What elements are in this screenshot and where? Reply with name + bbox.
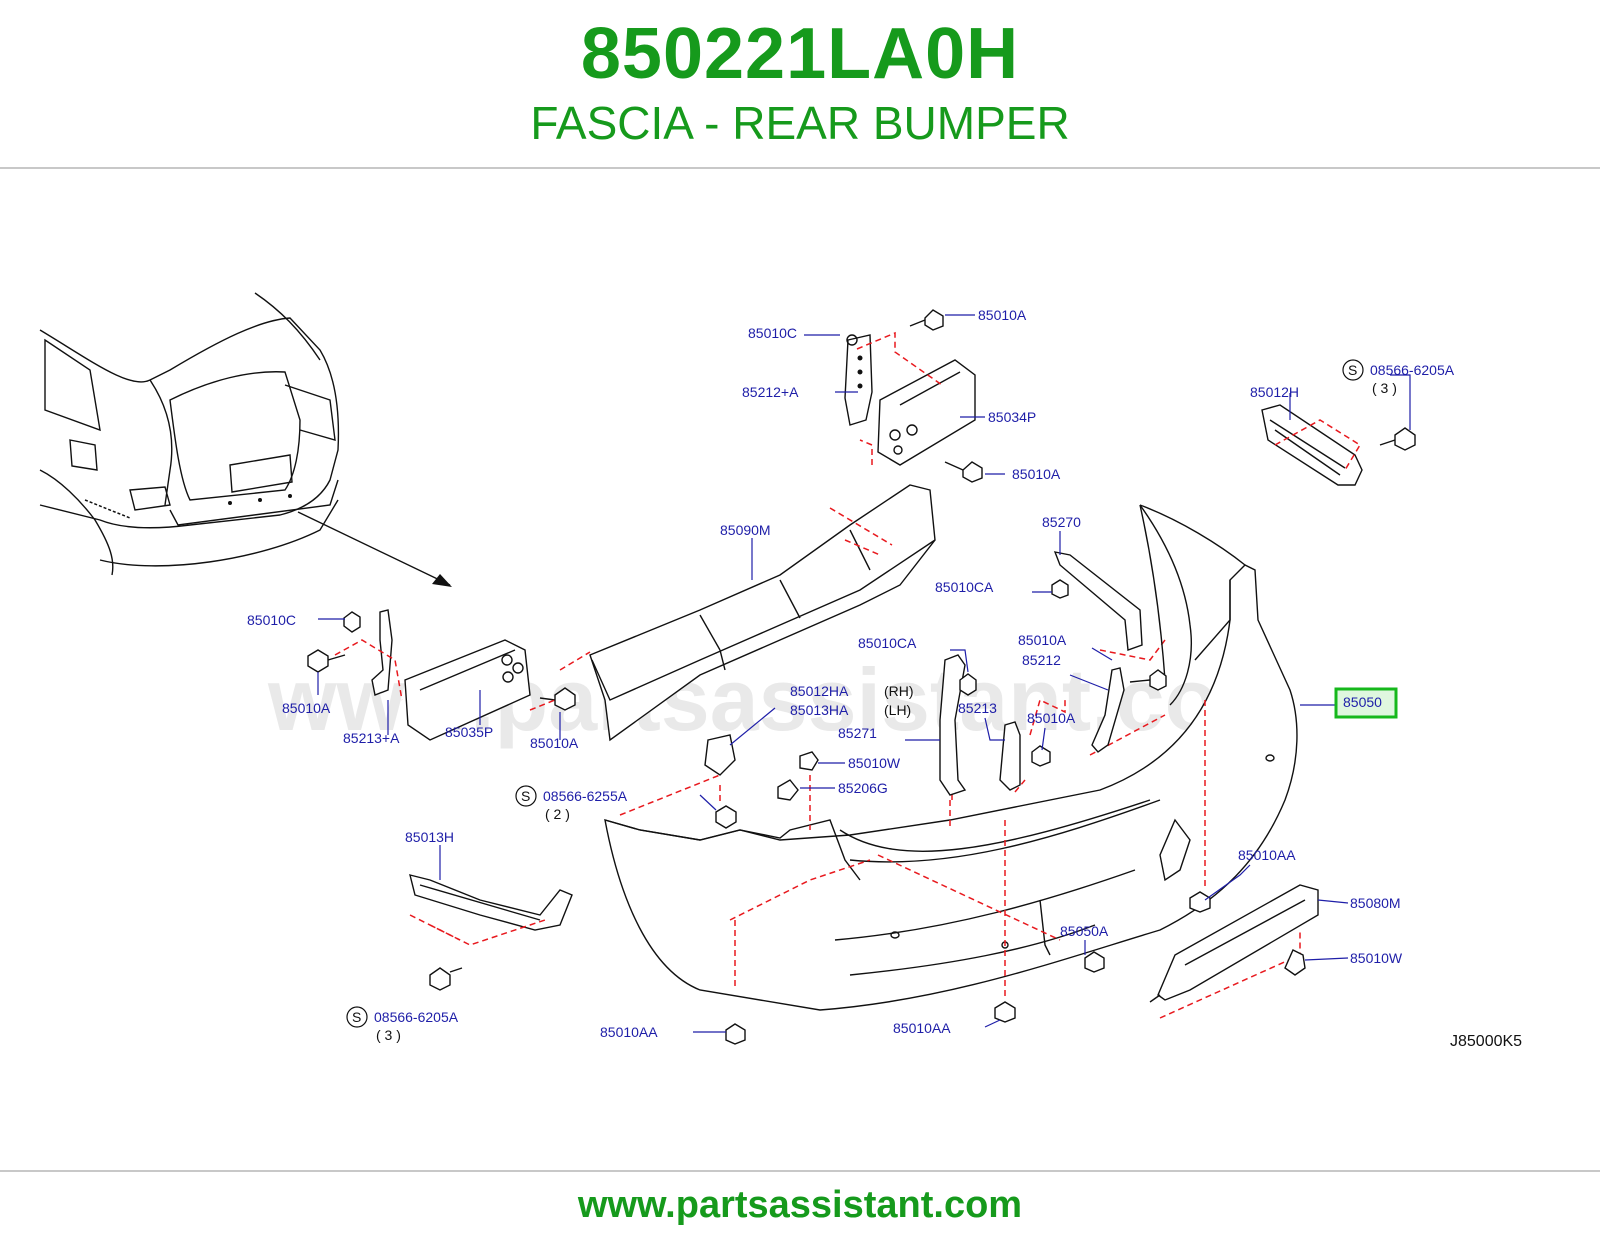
upper-right-bracket (844, 309, 983, 483)
footer-divider (0, 1170, 1600, 1172)
diagram-code: J85000K5 (1450, 1033, 1522, 1050)
label-85010AA-c[interactable]: 85010AA (893, 1020, 951, 1036)
part-description: FASCIA - REAR BUMPER (530, 97, 1070, 149)
label-85010A-right[interactable]: 85010A (1018, 632, 1067, 648)
label-85010A-c[interactable]: 85010A (1027, 710, 1076, 726)
exploded-view-svg: www.partsassistant.com (39, 292, 1522, 1050)
header-divider (0, 167, 1600, 169)
label-85270[interactable]: 85270 (1042, 514, 1081, 530)
bracket-85012H (1261, 404, 1416, 486)
s-circle-top (1342, 359, 1364, 381)
label-85213[interactable]: 85213 (958, 700, 997, 716)
highlight-box-85050 (1334, 687, 1398, 719)
label-85010W-a[interactable]: 85010W (848, 755, 901, 771)
side-stays (939, 654, 1167, 830)
label-lh: (LH) (884, 702, 911, 718)
label-85035P[interactable]: 85035P (445, 724, 493, 740)
clips-and-bolts (704, 734, 1211, 1045)
label-85010C-top[interactable]: 85010C (748, 325, 797, 341)
label-85050A[interactable]: 85050A (1060, 923, 1109, 939)
label-85090M[interactable]: 85090M (720, 522, 771, 538)
label-s-top: S (1348, 362, 1357, 378)
label-85034P[interactable]: 85034P (988, 409, 1036, 425)
label-08566-6205A-top[interactable]: 08566-6205A (1370, 362, 1455, 378)
label-85212[interactable]: 85212 (1022, 652, 1061, 668)
label-85010C-left[interactable]: 85010C (247, 612, 296, 628)
label-s-bot: S (352, 1009, 361, 1025)
label-85012HA[interactable]: 85012HA (790, 683, 849, 699)
bracket-85270 (1051, 551, 1166, 661)
page-header: 850221LA0H FASCIA - REAR BUMPER (0, 0, 1600, 168)
label-85010A-mid[interactable]: 85010A (1012, 466, 1061, 482)
label-08566-6205A-bot[interactable]: 08566-6205A (374, 1009, 459, 1025)
footer-url[interactable]: www.partsassistant.com (577, 1184, 1023, 1226)
vehicle-rear-drawing (39, 292, 452, 587)
label-s-mid: S (521, 788, 530, 804)
s-circle-bot (346, 1006, 368, 1028)
label-85012H[interactable]: 85012H (1250, 384, 1299, 400)
label-85010A-left[interactable]: 85010A (282, 700, 331, 716)
label-85206G[interactable]: 85206G (838, 780, 888, 796)
part-number: 850221LA0H (580, 14, 1020, 94)
energy-absorber-85090M (559, 484, 936, 742)
parts-diagram: www.partsassistant.com (0, 170, 1600, 1170)
label-rh: (RH) (884, 683, 914, 699)
label-85080M[interactable]: 85080M (1350, 895, 1401, 911)
bracket-85013H (409, 874, 573, 991)
label-85050[interactable]: 85050 (1343, 694, 1382, 710)
label-85010W-b[interactable]: 85010W (1350, 950, 1403, 966)
label-85013H[interactable]: 85013H (405, 829, 454, 845)
label-08566-6255A[interactable]: 08566-6255A (543, 788, 628, 804)
label-qty2: ( 2 ) (545, 806, 570, 822)
s-circle-mid (515, 785, 537, 807)
leader-lines (317, 314, 1411, 1033)
rear-bumper-fascia (604, 504, 1298, 1011)
label-85213A[interactable]: 85213+A (343, 730, 400, 746)
part-labels: 85010C 85010A 85212+A 85034P 85010A S 08… (247, 307, 1522, 1050)
left-side-bracket (307, 609, 576, 741)
label-qty3-bot: ( 3 ) (376, 1027, 401, 1043)
label-85010CA-a[interactable]: 85010CA (935, 579, 994, 595)
label-85010AA-l[interactable]: 85010AA (600, 1024, 658, 1040)
strip-85080M (1149, 884, 1319, 1019)
label-85010CA-b[interactable]: 85010CA (858, 635, 917, 651)
label-85013HA[interactable]: 85013HA (790, 702, 849, 718)
label-qty3-top: ( 3 ) (1372, 380, 1397, 396)
label-85212A[interactable]: 85212+A (742, 384, 799, 400)
label-85271[interactable]: 85271 (838, 725, 877, 741)
label-85010AA-r[interactable]: 85010AA (1238, 847, 1296, 863)
label-85010A-top[interactable]: 85010A (978, 307, 1027, 323)
label-85010A-lower[interactable]: 85010A (530, 735, 579, 751)
